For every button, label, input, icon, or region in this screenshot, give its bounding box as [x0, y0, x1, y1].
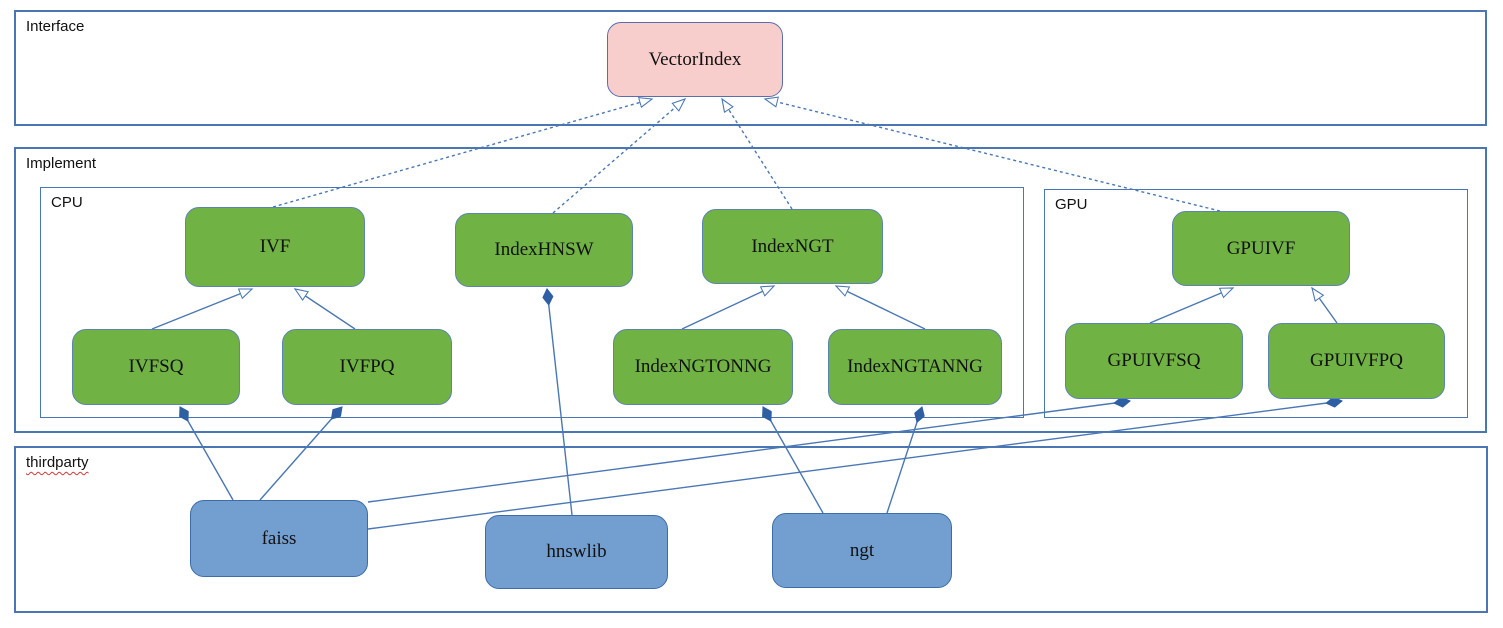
- node-label-indexngt: IndexNGT: [751, 235, 834, 257]
- node-label-gpuivf: GPUIVF: [1226, 237, 1296, 259]
- edge-faiss-to-ivfpq-composition: [259, 407, 342, 501]
- node-indexngtonng[interactable]: IndexNGTONNG: [613, 329, 793, 405]
- container-label-implement: Implement: [26, 155, 97, 172]
- edge-gpuivfsq-to-gpuivf-inheritance: [1149, 287, 1233, 324]
- node-label-ngt: ngt: [849, 539, 875, 561]
- container-label-interface: Interface: [26, 18, 85, 35]
- edge-gpuivfpq-to-gpuivf-inheritance: [1312, 288, 1338, 324]
- node-gpuivfsq[interactable]: GPUIVFSQ: [1065, 323, 1243, 399]
- edge-ngt-to-indexngtanng-composition: [886, 407, 922, 514]
- node-label-faiss: faiss: [261, 527, 297, 549]
- edge-indexngtonng-to-indexngt-inheritance: [681, 285, 774, 330]
- edge-ivf-to-vectorindex-realization: [272, 99, 652, 208]
- node-ivf[interactable]: IVF: [185, 207, 365, 287]
- node-label-ivfsq: IVFSQ: [128, 356, 184, 377]
- edge-faiss-to-gpuivfsq-composition: [367, 401, 1130, 503]
- node-ivfpq[interactable]: IVFPQ: [282, 329, 452, 405]
- node-ivfsq[interactable]: IVFSQ: [72, 329, 240, 405]
- node-hnswlib[interactable]: hnswlib: [485, 515, 668, 589]
- edge-indexhnsw-to-vectorindex-realization: [552, 99, 685, 214]
- node-gpuivfpq[interactable]: GPUIVFPQ: [1268, 323, 1445, 399]
- container-label-thirdparty: thirdparty: [26, 454, 89, 471]
- node-vectorindex[interactable]: VectorIndex: [607, 22, 783, 97]
- edge-gpuivf-to-vectorindex-realization: [765, 99, 1221, 212]
- node-indexngtanng[interactable]: IndexNGTANNG: [828, 329, 1002, 405]
- node-label-vectorindex: VectorIndex: [648, 48, 742, 70]
- node-label-ivf: IVF: [259, 236, 291, 257]
- node-gpuivf[interactable]: GPUIVF: [1172, 211, 1350, 286]
- container-label-cpu: CPU: [51, 194, 83, 211]
- edge-hnswlib-to-indexhnsw-composition: [547, 289, 573, 516]
- edge-ivfsq-to-ivf-inheritance: [151, 288, 252, 330]
- node-label-ivfpq: IVFPQ: [339, 356, 395, 377]
- node-label-indexhnsw: IndexHNSW: [494, 239, 594, 260]
- node-label-gpuivfsq: GPUIVFSQ: [1107, 350, 1201, 371]
- edge-indexngt-to-vectorindex-realization: [722, 99, 793, 210]
- node-label-indexngtonng: IndexNGTONNG: [634, 356, 772, 377]
- node-faiss[interactable]: faiss: [190, 500, 368, 577]
- node-indexhnsw[interactable]: IndexHNSW: [455, 213, 633, 287]
- edge-faiss-to-ivfsq-composition: [180, 407, 234, 501]
- node-ngt[interactable]: ngt: [772, 513, 952, 588]
- edge-indexngtanng-to-indexngt-inheritance: [836, 286, 926, 330]
- node-label-indexngtanng: IndexNGTANNG: [847, 356, 983, 377]
- edge-ivfpq-to-ivf-inheritance: [295, 289, 356, 330]
- node-label-gpuivfpq: GPUIVFPQ: [1310, 350, 1403, 371]
- node-indexngt[interactable]: IndexNGT: [702, 209, 883, 284]
- edge-ngt-to-indexngtonng-composition: [763, 407, 824, 514]
- container-label-gpu: GPU: [1055, 196, 1088, 213]
- node-label-hnswlib: hnswlib: [546, 541, 607, 562]
- edge-faiss-to-gpuivfpq-composition: [367, 401, 1342, 530]
